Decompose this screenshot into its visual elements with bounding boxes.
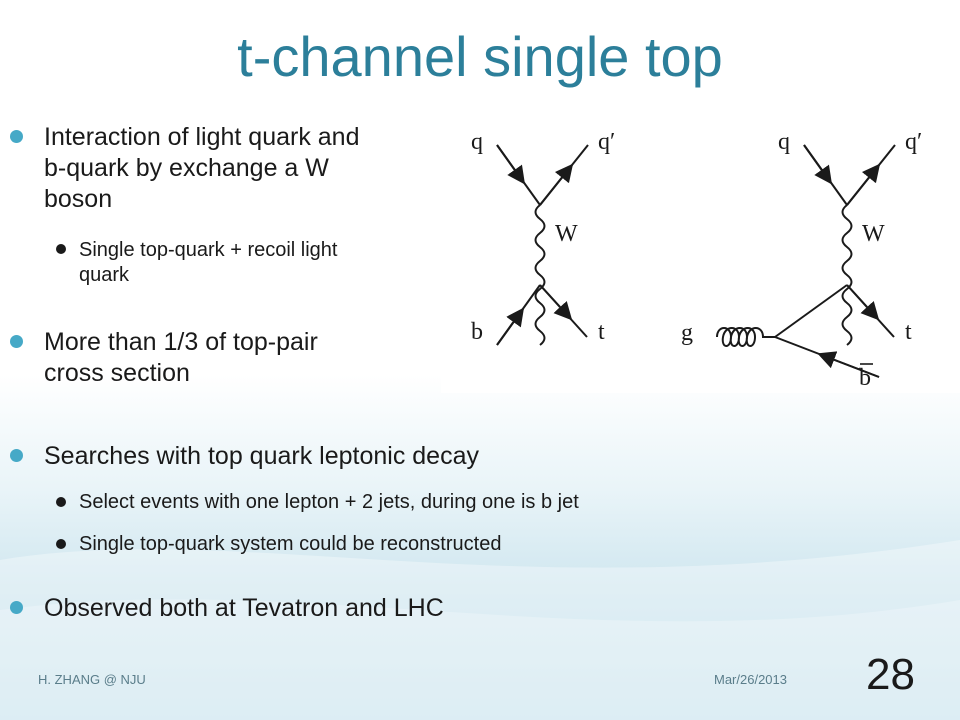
feynman-diagram-right	[716, 144, 896, 378]
label-bbar-right: b	[859, 365, 871, 391]
bullet-line: More than 1/3 of top-pair	[44, 328, 318, 356]
feynman-diagrams: q q′ W b t q q′ W g t b	[441, 113, 960, 393]
label-q-left: q	[471, 129, 483, 155]
bullet-line: b-quark by exchange a W	[44, 154, 329, 182]
sub-bullet-marker	[56, 497, 66, 507]
top-arrow-left	[539, 284, 573, 321]
label-qprime-right: q′	[905, 129, 922, 155]
bullet-line: Single top-quark + recoil light	[79, 239, 338, 261]
label-q-right: q	[778, 129, 790, 155]
slide-title: t-channel single top	[237, 25, 723, 88]
label-qprime-left: q′	[598, 129, 615, 155]
w-boson-propagator-left	[534, 204, 546, 346]
quark-arrow-in-left	[496, 144, 526, 185]
sub-bullet-reconstruction: Single top-quark system could be reconst…	[79, 533, 502, 555]
w-boson-propagator-right	[841, 204, 853, 346]
bullet-marker	[10, 130, 23, 143]
footer-author: H. ZHANG @ NJU	[38, 672, 146, 687]
quark-arrow-in-right	[803, 144, 833, 185]
footer-date: Mar/26/2013	[714, 672, 787, 687]
sub-bullet-marker	[56, 539, 66, 549]
sub-bullet-marker	[56, 244, 66, 254]
label-w-right: W	[862, 221, 885, 247]
bullet-line: Interaction of light quark and	[44, 123, 360, 151]
top-arrow-right	[846, 284, 880, 321]
bullet-cross-section: More than 1/3 of top-pair cross section	[44, 327, 424, 389]
bullet-marker	[10, 449, 23, 462]
bullet-line: cross section	[44, 359, 190, 387]
bullet-line: boson	[44, 185, 113, 213]
quark-arrow-out-right	[846, 163, 881, 206]
label-w-left: W	[555, 221, 578, 247]
sub-bullet-event-selection: Select events with one lepton + 2 jets, …	[79, 491, 579, 513]
label-g-right: g	[681, 320, 693, 346]
label-b-left: b	[471, 319, 483, 345]
label-t-left: t	[598, 319, 605, 345]
feynman-diagram-svg: q q′ W b t q q′ W g t b	[471, 129, 922, 391]
label-t-right: t	[905, 319, 912, 345]
bullet-leptonic-decay-searches: Searches with top quark leptonic decay	[44, 442, 479, 470]
b-quark-arrow-left	[496, 307, 525, 346]
bullet-line: quark	[79, 264, 130, 286]
bbar-arrow-right	[817, 351, 880, 378]
quark-line-to-vertex-right	[774, 284, 848, 338]
slide-number: 28	[866, 650, 915, 699]
gluon-line-right	[716, 327, 775, 347]
bullet-marker	[10, 601, 23, 614]
quark-arrow-out-left	[539, 163, 574, 206]
bullet-observed-tevatron-lhc: Observed both at Tevatron and LHC	[44, 594, 444, 622]
feynman-diagram-left	[496, 144, 589, 346]
sub-bullet-single-top-recoil: Single top-quark + recoil light quark	[79, 238, 459, 288]
bullet-marker	[10, 335, 23, 348]
bullet-light-quark-interaction: Interaction of light quark and b-quark b…	[44, 122, 444, 215]
